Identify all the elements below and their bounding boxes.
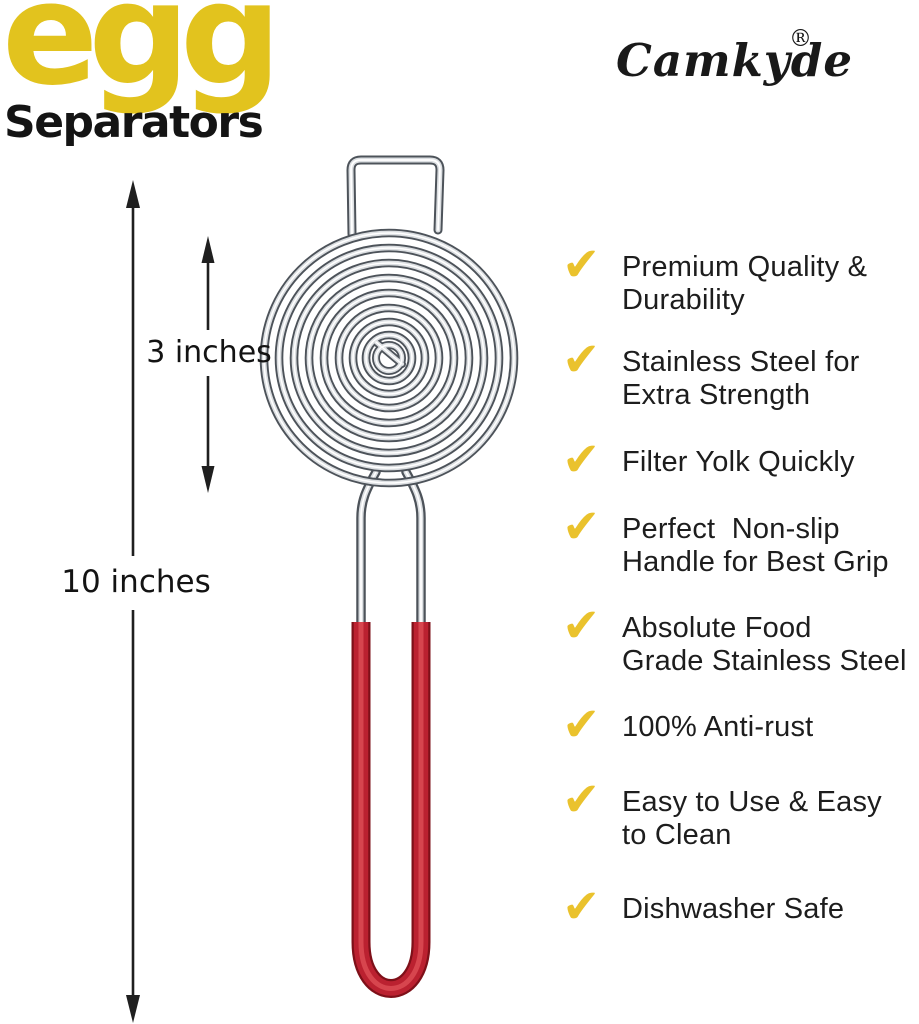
feature-text: Stainless Steel for Extra Strength [622,346,860,411]
spiral-head-wire [259,228,519,488]
feature-text: Absolute Food Grade Stainless Steel [622,612,907,677]
check-icon: ✔ [561,696,602,752]
feature-text: Filter Yolk Quickly [622,446,855,478]
feature-text: 100% Anti-rust [622,711,814,743]
feature-item-premium-quality: ✔ Premium Quality & Durability [561,236,914,317]
hanging-loop-wire [346,155,445,239]
feature-text: Premium Quality & Durability [622,251,868,316]
feature-text: Dishwasher Safe [622,893,845,925]
feature-item-stainless-steel: ✔ Stainless Steel for Extra Strength [561,331,914,412]
check-icon: ✔ [561,236,602,292]
feature-item-easy-to-use: ✔ Easy to Use & Easy to Clean [561,771,914,852]
head-diameter-arrow [201,236,215,493]
registered-trademark-icon: ® [789,26,812,52]
handle-red-grip [351,622,431,998]
feature-text: Perfect Non-slip Handle for Best Grip [622,513,889,578]
title-egg: egg [2,0,282,117]
check-icon: ✔ [561,771,602,827]
feature-item-food-grade: ✔ Absolute Food Grade Stainless Steel [561,597,914,678]
total-length-arrow [126,180,140,1023]
brand-logo: Camkyde [616,34,854,87]
feature-item-anti-rust: ✔ 100% Anti-rust [561,696,914,751]
check-icon: ✔ [561,331,602,387]
total-length-label: 10 inches [61,564,211,600]
check-icon: ✔ [561,431,602,487]
title-separators: Separators [4,97,264,148]
check-icon: ✔ [561,498,602,554]
feature-item-filter-yolk: ✔ Filter Yolk Quickly [561,431,914,486]
feature-item-non-slip-handle: ✔ Perfect Non-slip Handle for Best Grip [561,498,914,579]
check-icon: ✔ [561,597,602,653]
head-diameter-label: 3 inches [146,335,272,370]
feature-text: Easy to Use & Easy to Clean [622,786,882,851]
feature-item-dishwasher-safe: ✔ Dishwasher Safe [561,878,914,933]
check-icon: ✔ [561,878,602,934]
